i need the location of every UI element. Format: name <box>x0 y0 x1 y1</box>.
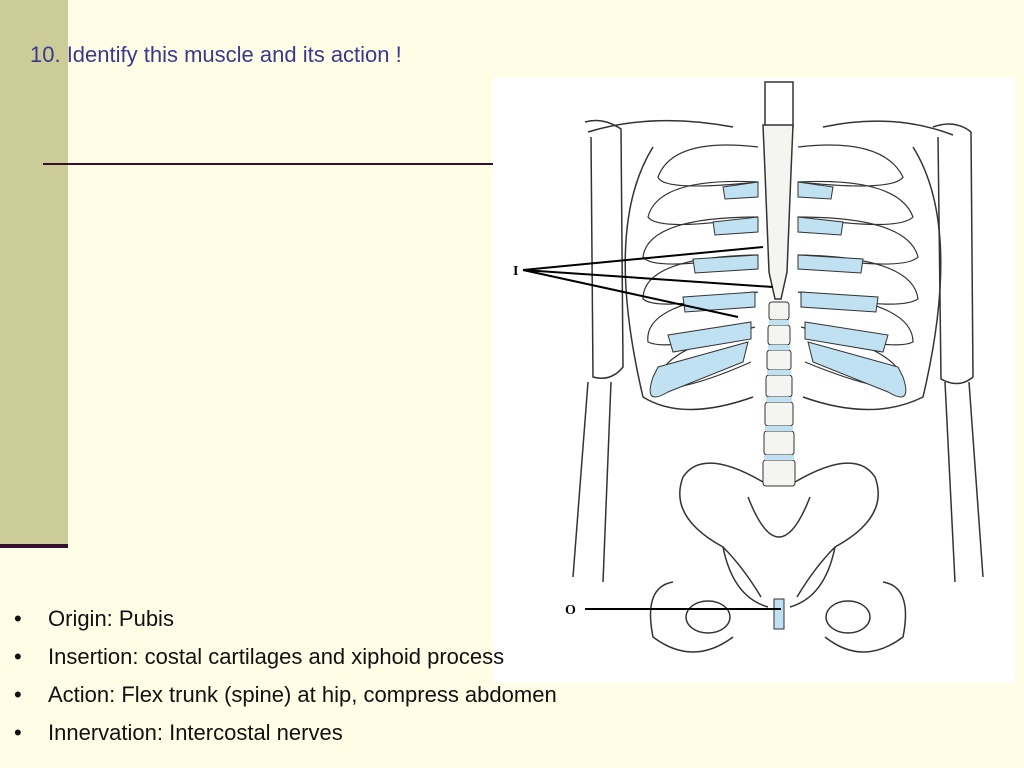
bullet-text: Action: Flex trunk (spine) at hip, compr… <box>48 682 557 707</box>
sternum <box>762 124 794 300</box>
lumbar-spine <box>762 301 796 487</box>
title-divider <box>43 163 493 165</box>
bullet-glyph: • <box>14 682 22 707</box>
intervertebral-discs <box>764 320 794 460</box>
right-forearm <box>944 381 984 583</box>
bullet-text: Innervation: Intercostal nerves <box>48 720 343 745</box>
bullet-text: Insertion: costal cartilages and xiphoid… <box>48 644 505 669</box>
list-item: • Action: Flex trunk (spine) at hip, comp… <box>14 680 557 718</box>
right-clavicle <box>822 120 954 136</box>
list-item: • Origin: Pubis <box>14 604 557 642</box>
left-clavicle <box>587 119 734 133</box>
right-humerus <box>932 123 974 385</box>
muscle-facts-list: • Origin: Pubis • Insertion: costal cartil… <box>14 604 557 756</box>
bullet-glyph: • <box>14 606 22 631</box>
left-ribcage-outline <box>624 146 754 411</box>
costal-cartilages <box>649 181 907 398</box>
slide-title: 10. Identify this muscle and its action … <box>30 42 402 67</box>
skeleton-figure: I O <box>493 77 1015 683</box>
pelvis <box>649 462 907 653</box>
sidebar-divider <box>0 544 68 548</box>
left-forearm <box>572 381 612 583</box>
origin-label: O <box>565 603 576 618</box>
insertion-label: I <box>513 264 518 279</box>
bullet-glyph: • <box>14 644 22 669</box>
list-item: • Insertion: costal cartilages and xiphoi… <box>14 642 557 680</box>
pubic-symphysis <box>773 598 785 630</box>
insertion-leader-lines <box>522 246 774 318</box>
bullet-glyph: • <box>14 720 22 745</box>
left-humerus <box>584 119 624 379</box>
bullet-text: Origin: Pubis <box>48 606 174 631</box>
cervical-spine <box>764 81 794 128</box>
right-ribcage-outline <box>802 146 942 411</box>
sidebar-accent <box>0 0 68 545</box>
skeleton-diagram: I O <box>513 81 984 653</box>
list-item: • Innervation: Intercostal nerves <box>14 718 557 756</box>
